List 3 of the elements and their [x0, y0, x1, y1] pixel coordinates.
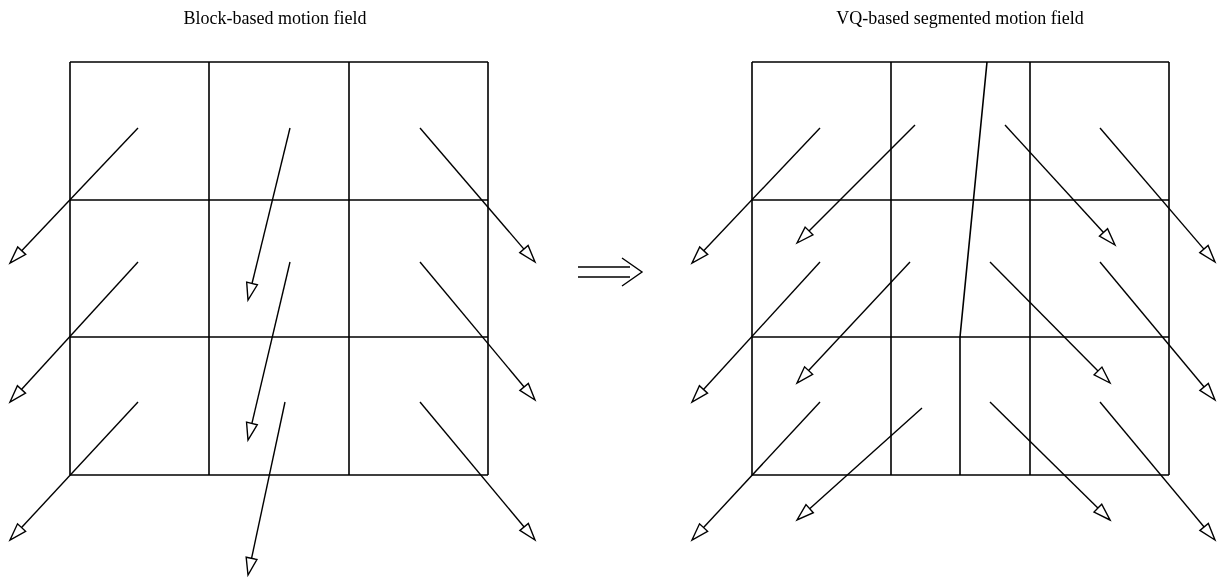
panel-title: VQ-based segmented motion field [836, 8, 1084, 29]
panel-title: Block-based motion field [183, 8, 367, 29]
double-arrow [577, 257, 644, 287]
